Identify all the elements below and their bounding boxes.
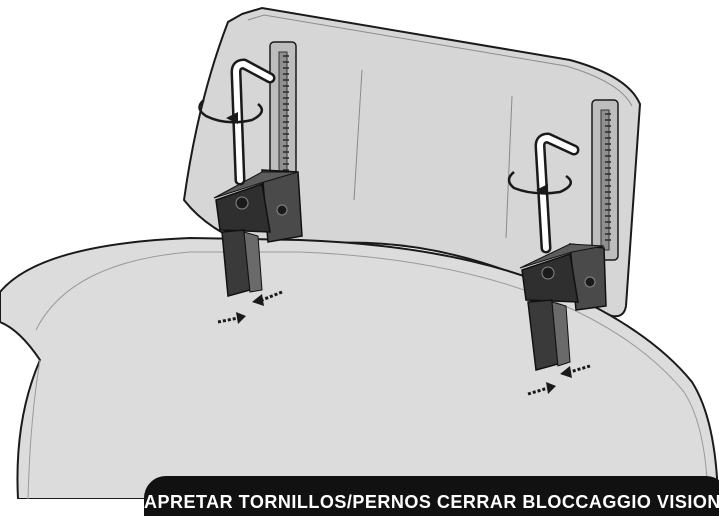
hex-key-icon	[230, 58, 276, 186]
right-clamp-bracket	[519, 243, 607, 371]
fairing-inner-edge	[35, 251, 709, 499]
windscreen-reflection	[353, 69, 363, 201]
rotate-arrow-icon	[507, 171, 573, 196]
fairing-crease	[27, 359, 41, 499]
windscreen-inner-edge	[247, 14, 633, 107]
windscreen-illustration	[0, 6, 719, 499]
instruction-banner: APRETAR TORNILLOS/PERNOS CERRAR BLOCCAGG…	[144, 476, 719, 516]
clamp-arrows-icon	[527, 364, 591, 396]
left-clamp-bracket	[213, 169, 303, 297]
instruction-banner-text: APRETAR TORNILLOS/PERNOS CERRAR BLOCCAGG…	[144, 492, 719, 512]
hex-key-icon	[534, 132, 580, 254]
right-adjustment-rail	[591, 99, 619, 261]
windscreen-reflection	[505, 95, 513, 239]
rotate-arrow-icon	[198, 99, 264, 124]
clamp-arrows-icon	[217, 290, 283, 324]
